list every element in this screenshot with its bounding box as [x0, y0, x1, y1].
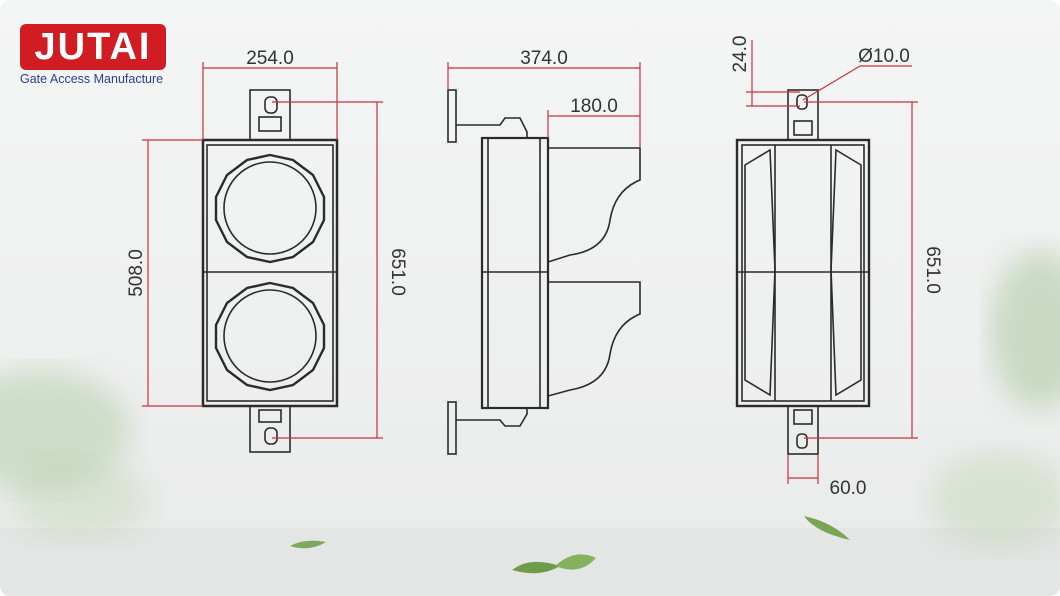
back-housing: [735, 138, 871, 408]
front-housing-inner: [206, 144, 334, 402]
label-front-width: 254.0: [246, 48, 294, 69]
back-bottom-bracket: [787, 405, 819, 455]
side-housing: [480, 136, 550, 410]
blurred-leaf-left: [0, 370, 130, 490]
back-view: [735, 89, 871, 455]
back-top-bracket: [787, 89, 819, 141]
label-back-total-height: 651.0: [922, 246, 943, 294]
front-housing: [201, 138, 339, 408]
label-side-visor: 180.0: [570, 96, 618, 117]
front-bottom-slot: [264, 427, 278, 445]
side-view: [447, 89, 641, 455]
front-dimensions: [142, 62, 383, 439]
front-lens-top-inner: [223, 161, 317, 255]
blurred-leaf-left-2: [10, 460, 150, 540]
leaf-right: [804, 516, 850, 540]
front-top-slot: [264, 96, 278, 114]
side-visor-bottom: [547, 281, 641, 397]
front-lens-bottom: [214, 281, 326, 392]
leaf-small: [290, 540, 326, 549]
leaf-medium-2: [555, 554, 596, 570]
front-lens-bottom-inner: [223, 289, 317, 383]
back-dimensions: [746, 40, 918, 484]
side-bottom-arm: [456, 408, 528, 427]
brand-logo: JUTAI: [20, 24, 166, 70]
side-visor-top: [547, 147, 641, 263]
back-bottom-clamp: [793, 409, 813, 425]
front-top-clamp: [258, 116, 282, 132]
blurred-leaf-right: [990, 250, 1060, 410]
back-rib-left: [744, 148, 776, 397]
side-top-arm: [456, 117, 528, 138]
label-front-lens-height: 508.0: [126, 249, 147, 297]
leaf-medium: [512, 561, 560, 574]
front-view: [201, 89, 339, 453]
background-decor: [0, 250, 1060, 596]
dimension-labels: 254.0 508.0 651.0 374.0 180.0 24.0 Ø10.0…: [126, 36, 943, 499]
front-bottom-bracket: [249, 405, 291, 453]
leader-back-hole: [802, 65, 861, 101]
back-bottom-hole: [796, 433, 808, 449]
front-bottom-clamp: [258, 409, 282, 423]
label-back-bracket: 60.0: [830, 478, 867, 499]
label-back-top: 24.0: [730, 36, 751, 73]
side-top-bracket: [447, 89, 457, 143]
label-back-hole: Ø10.0: [858, 46, 910, 67]
back-housing-inner: [741, 144, 865, 402]
back-top-clamp: [793, 120, 813, 136]
front-lens-top: [214, 153, 326, 264]
label-side-depth: 374.0: [520, 48, 568, 69]
label-front-total-height: 651.0: [387, 248, 408, 296]
side-bottom-bracket: [447, 401, 457, 455]
back-rib-right: [830, 148, 862, 397]
side-dimensions: [447, 62, 641, 148]
brand-tagline: Gate Access Manufacture: [20, 72, 164, 86]
floor-band: [0, 528, 1060, 596]
blurred-leaf-right-2: [930, 450, 1060, 550]
